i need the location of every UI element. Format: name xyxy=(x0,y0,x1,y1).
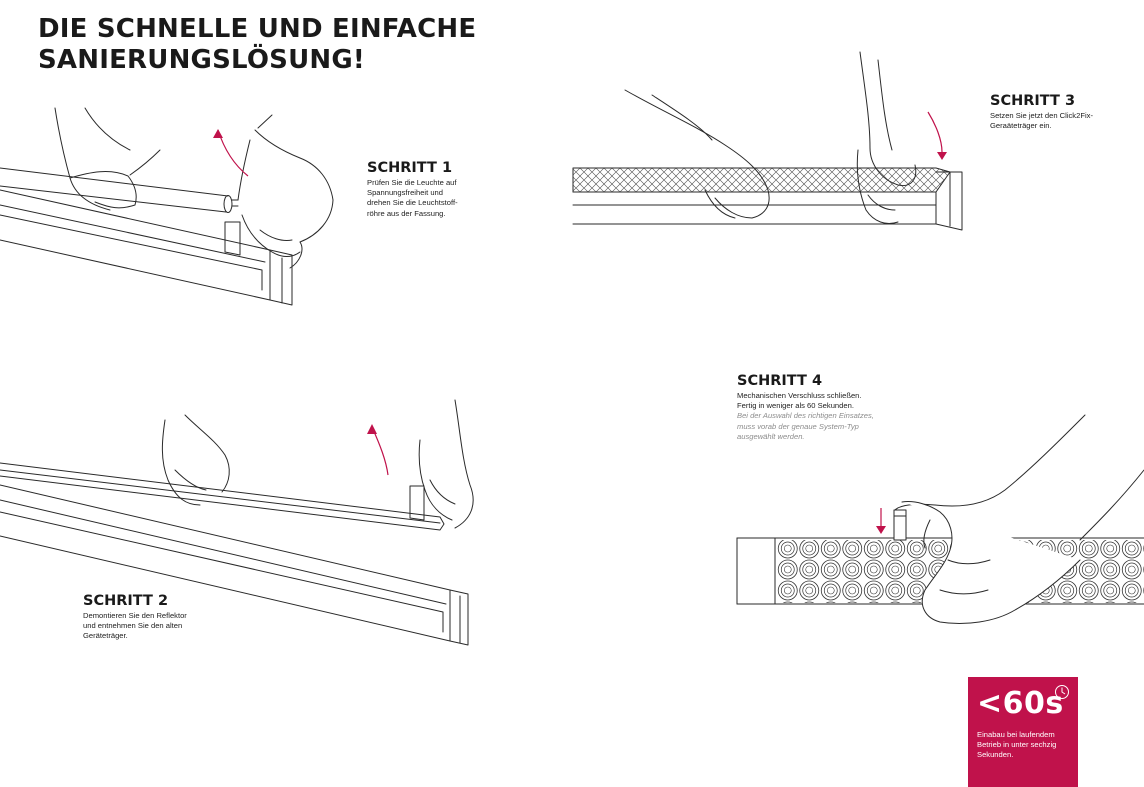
clock-icon xyxy=(1055,685,1069,699)
step-2-line: und entnehmen Sie den alten xyxy=(83,621,183,631)
time-badge-line: Einabau bei laufendem xyxy=(977,730,1055,739)
step-4: SCHRITT 4 Mechanischen Verschluss schlie… xyxy=(737,373,907,442)
page-title-line-1: DIE SCHNELLE UND EINFACHE xyxy=(38,14,477,44)
step-4-note-line: Bei der Auswahl des richtigen Einsatzes, xyxy=(737,411,874,421)
page-title: DIE SCHNELLE UND EINFACHE SANIERUNGSLÖSU… xyxy=(38,14,476,76)
step-3-title: SCHRITT 3 xyxy=(990,93,1076,109)
step-4-title: SCHRITT 4 xyxy=(737,373,823,389)
step4-arrow xyxy=(876,508,886,534)
time-badge-value: <60s xyxy=(977,686,1064,721)
step-3-text: Setzen Sie jetzt den Click2Fix- Geraätet… xyxy=(990,111,1130,131)
step-4-text: Mechanischen Verschluss schließen. Ferti… xyxy=(737,391,907,411)
step-3-line: Setzen Sie jetzt den Click2Fix- xyxy=(990,111,1093,120)
step-4-note-line: ausgewählt werden. xyxy=(737,431,805,441)
time-badge-line: Betrieb in unter sechzig xyxy=(977,740,1057,749)
step2-arrow xyxy=(367,424,389,476)
step3-arrow xyxy=(927,111,947,160)
step-1-text: Prüfen Sie die Leuchte auf Spannungsfrei… xyxy=(367,178,492,219)
step-4-note-line: muss vorab der genaue System-Typ xyxy=(737,421,859,431)
step3-illustration xyxy=(572,51,963,231)
step-4-line: Mechanischen Verschluss schließen. xyxy=(737,391,862,400)
step2-illustration xyxy=(0,399,474,646)
step-2-text: Demontieren Sie den Reflektor und entneh… xyxy=(83,611,243,642)
time-badge-text: Einabau bei laufendem Betrieb in unter s… xyxy=(977,730,1073,760)
step4-illustration xyxy=(736,414,1144,624)
page-title-line-2: SANIERUNGSLÖSUNG! xyxy=(38,45,365,75)
step-1-line: Prüfen Sie die Leuchte auf xyxy=(367,178,457,187)
step-3: SCHRITT 3 Setzen Sie jetzt den Click2Fix… xyxy=(990,93,1130,131)
step-1-line: Spannungsfreiheit und xyxy=(367,188,443,198)
step-1-line: drehen Sie die Leuchtstoff- xyxy=(367,198,458,208)
step-1-line: röhre aus der Fassung. xyxy=(367,208,446,218)
step-2-line: Demontieren Sie den Reflektor xyxy=(83,611,187,620)
step1-illustration xyxy=(0,107,334,306)
step-4-note: Bei der Auswahl des richtigen Einsatzes,… xyxy=(737,411,907,442)
step-2-title: SCHRITT 2 xyxy=(83,593,169,609)
step-2-line: Geräteträger. xyxy=(83,631,128,641)
step-1-title: SCHRITT 1 xyxy=(367,160,453,176)
step-1: SCHRITT 1 Prüfen Sie die Leuchte auf Spa… xyxy=(367,160,492,219)
step1-arrow xyxy=(213,129,249,177)
time-badge-line: Sekunden. xyxy=(977,750,1014,759)
time-badge: <60s Einabau bei laufendem Betrieb in un… xyxy=(968,677,1078,787)
step-3-line: Geraäteträger ein. xyxy=(990,121,1052,131)
step-2: SCHRITT 2 Demontieren Sie den Reflektor … xyxy=(83,593,243,642)
step-4-line: Fertig in weniger als 60 Sekunden. xyxy=(737,401,854,411)
